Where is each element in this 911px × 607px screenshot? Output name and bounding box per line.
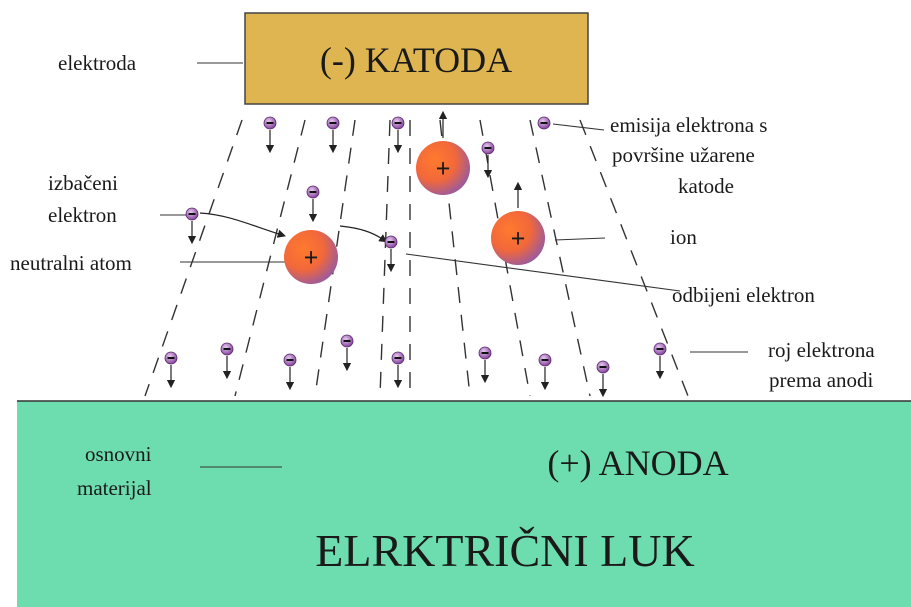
electron-minus-sign	[266, 122, 274, 124]
ion-top	[416, 141, 470, 195]
ejected-path	[199, 212, 287, 238]
electron-minus-sign	[540, 122, 548, 124]
electron-minus-sign	[167, 357, 175, 359]
electron-minus-sign	[343, 340, 351, 342]
electron	[306, 185, 320, 223]
electron-minus-sign	[484, 147, 492, 149]
reflected-path	[339, 225, 388, 243]
electron	[481, 141, 495, 179]
label-reflected: odbijeni elektron	[672, 283, 815, 307]
electron-minus-sign	[387, 241, 395, 243]
electron-minus-sign	[394, 122, 402, 124]
electron	[653, 342, 667, 380]
electron	[220, 342, 234, 380]
electrons	[164, 116, 667, 398]
cathode-block	[244, 12, 589, 105]
electron-minus-sign	[656, 348, 664, 350]
ion-symbol: +	[511, 224, 526, 253]
electron	[391, 351, 405, 389]
electron	[537, 116, 551, 130]
diagram-title: ELRKTRIČNI LUK	[315, 525, 694, 576]
label-swarm-1: roj elektrona	[768, 338, 875, 362]
ion-symbol: +	[436, 154, 451, 183]
label-emission-3: katode	[678, 174, 734, 198]
label-ejected-1: izbačeni	[48, 171, 118, 195]
label-base-2: materijal	[77, 476, 152, 500]
leader-lines	[160, 62, 748, 468]
label-swarm-2: prema anodi	[769, 368, 874, 392]
electron-minus-sign	[481, 352, 489, 354]
cathode-label: (-) KATODA	[320, 40, 512, 80]
electron-minus-sign	[329, 122, 337, 124]
electron-minus-sign	[599, 366, 607, 368]
electron	[538, 353, 552, 391]
ions: + + +	[284, 110, 545, 284]
label-ion: ion	[670, 225, 697, 249]
electron-minus-sign	[286, 359, 294, 361]
electron	[164, 351, 178, 389]
neutral-atom	[284, 230, 338, 284]
label-emission-1: emisija elektrona s	[610, 113, 767, 137]
electron	[596, 360, 610, 398]
electron	[185, 207, 199, 245]
anode-label: (+) ANODA	[547, 443, 728, 483]
label-electrode: elektroda	[58, 51, 137, 75]
electron	[326, 116, 340, 154]
ion-symbol: +	[304, 243, 319, 272]
electron	[384, 235, 398, 273]
electron-minus-sign	[394, 357, 402, 359]
electron	[478, 346, 492, 384]
electron	[391, 116, 405, 154]
label-base-1: osnovni	[85, 442, 152, 466]
electron-minus-sign	[223, 348, 231, 350]
ion-right	[491, 211, 545, 265]
electron	[263, 116, 277, 154]
electron-minus-sign	[541, 359, 549, 361]
electron-minus-sign	[188, 213, 196, 215]
electron-minus-sign	[309, 191, 317, 193]
label-emission-2: površine užarene	[612, 143, 755, 167]
electron	[340, 334, 354, 372]
electron	[283, 353, 297, 391]
anode-block	[17, 401, 911, 607]
label-neutral-atom: neutralni atom	[10, 251, 132, 275]
label-ejected-2: elektron	[48, 203, 117, 227]
